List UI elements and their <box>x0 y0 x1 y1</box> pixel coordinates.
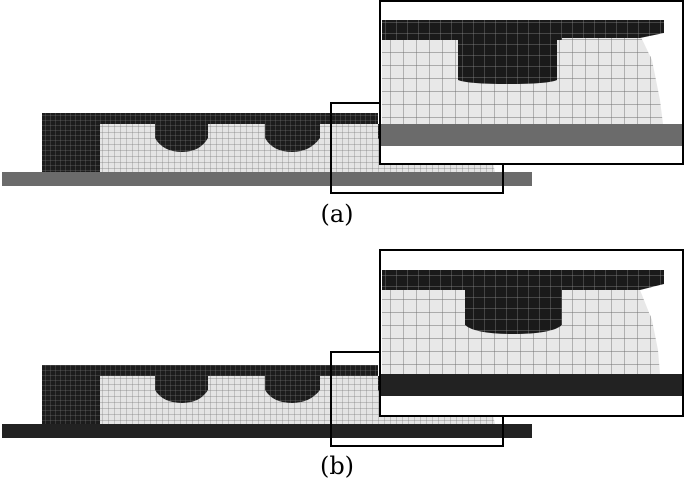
dark-cavity <box>265 124 320 152</box>
panel-b: (b) <box>2 249 684 480</box>
dark-cavity <box>265 376 320 403</box>
dark-cavity <box>155 124 208 152</box>
dark-mesh-frame <box>42 365 378 424</box>
inset-substrate <box>381 124 682 146</box>
inset-dark-mesh <box>382 20 664 40</box>
panel-caption: (a) <box>320 200 353 228</box>
substrate-bar <box>2 172 532 186</box>
dark-cavity <box>155 376 208 403</box>
substrate-bar <box>2 424 532 438</box>
inset-dark-mesh <box>382 270 664 290</box>
panel-caption: (b) <box>320 452 354 480</box>
zoom-inset <box>379 249 684 417</box>
inset-substrate <box>381 374 682 396</box>
zoom-inset <box>379 0 684 165</box>
dark-mesh-frame <box>42 113 378 172</box>
panel-a: (a) <box>2 0 684 228</box>
inset-dark-cavity <box>465 290 562 334</box>
inset-dark-cavity <box>458 40 557 84</box>
